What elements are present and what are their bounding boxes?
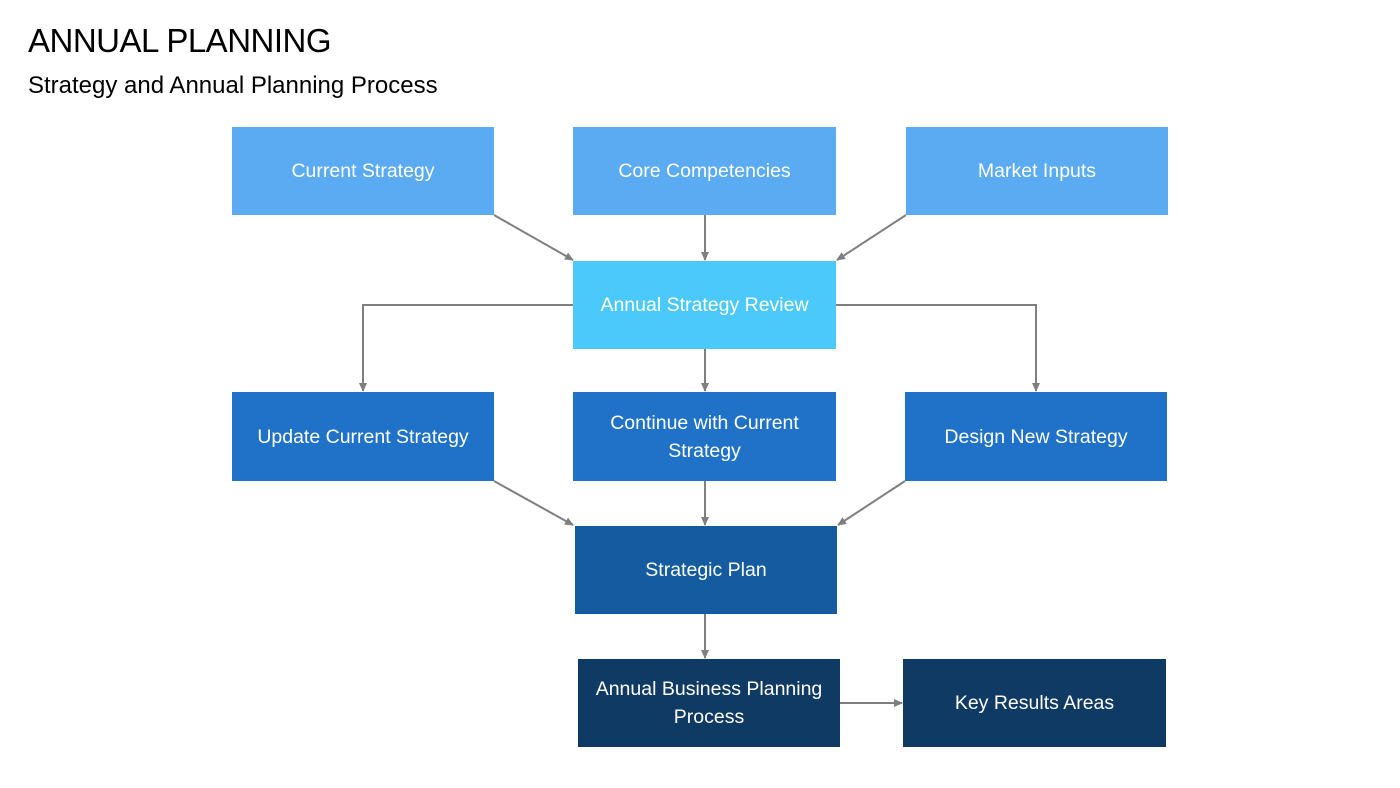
node-current-strategy: Current Strategy bbox=[232, 127, 494, 215]
node-key-results-areas: Key Results Areas bbox=[903, 659, 1166, 747]
node-annual-business-planning-process: Annual Business Planning Process bbox=[578, 659, 840, 747]
edge-review-to-design bbox=[836, 304, 1040, 392]
edge-review-to-update bbox=[359, 304, 573, 392]
edge-current-strategy-to-review bbox=[493, 214, 574, 261]
node-design-new-strategy: Design New Strategy bbox=[905, 392, 1167, 481]
edge-market-inputs-to-review bbox=[836, 214, 907, 261]
node-annual-strategy-review: Annual Strategy Review bbox=[573, 261, 836, 349]
node-continue-with-current-strategy: Continue with Current Strategy bbox=[573, 392, 836, 481]
node-strategic-plan: Strategic Plan bbox=[575, 526, 837, 614]
node-market-inputs: Market Inputs bbox=[906, 127, 1168, 215]
edge-update-to-plan bbox=[493, 480, 574, 526]
page-subtitle: Strategy and Annual Planning Process bbox=[28, 72, 438, 99]
edge-design-to-plan bbox=[837, 480, 906, 526]
node-update-current-strategy: Update Current Strategy bbox=[232, 392, 494, 481]
page-title: ANNUAL PLANNING bbox=[28, 22, 332, 59]
node-core-competencies: Core Competencies bbox=[573, 127, 836, 215]
